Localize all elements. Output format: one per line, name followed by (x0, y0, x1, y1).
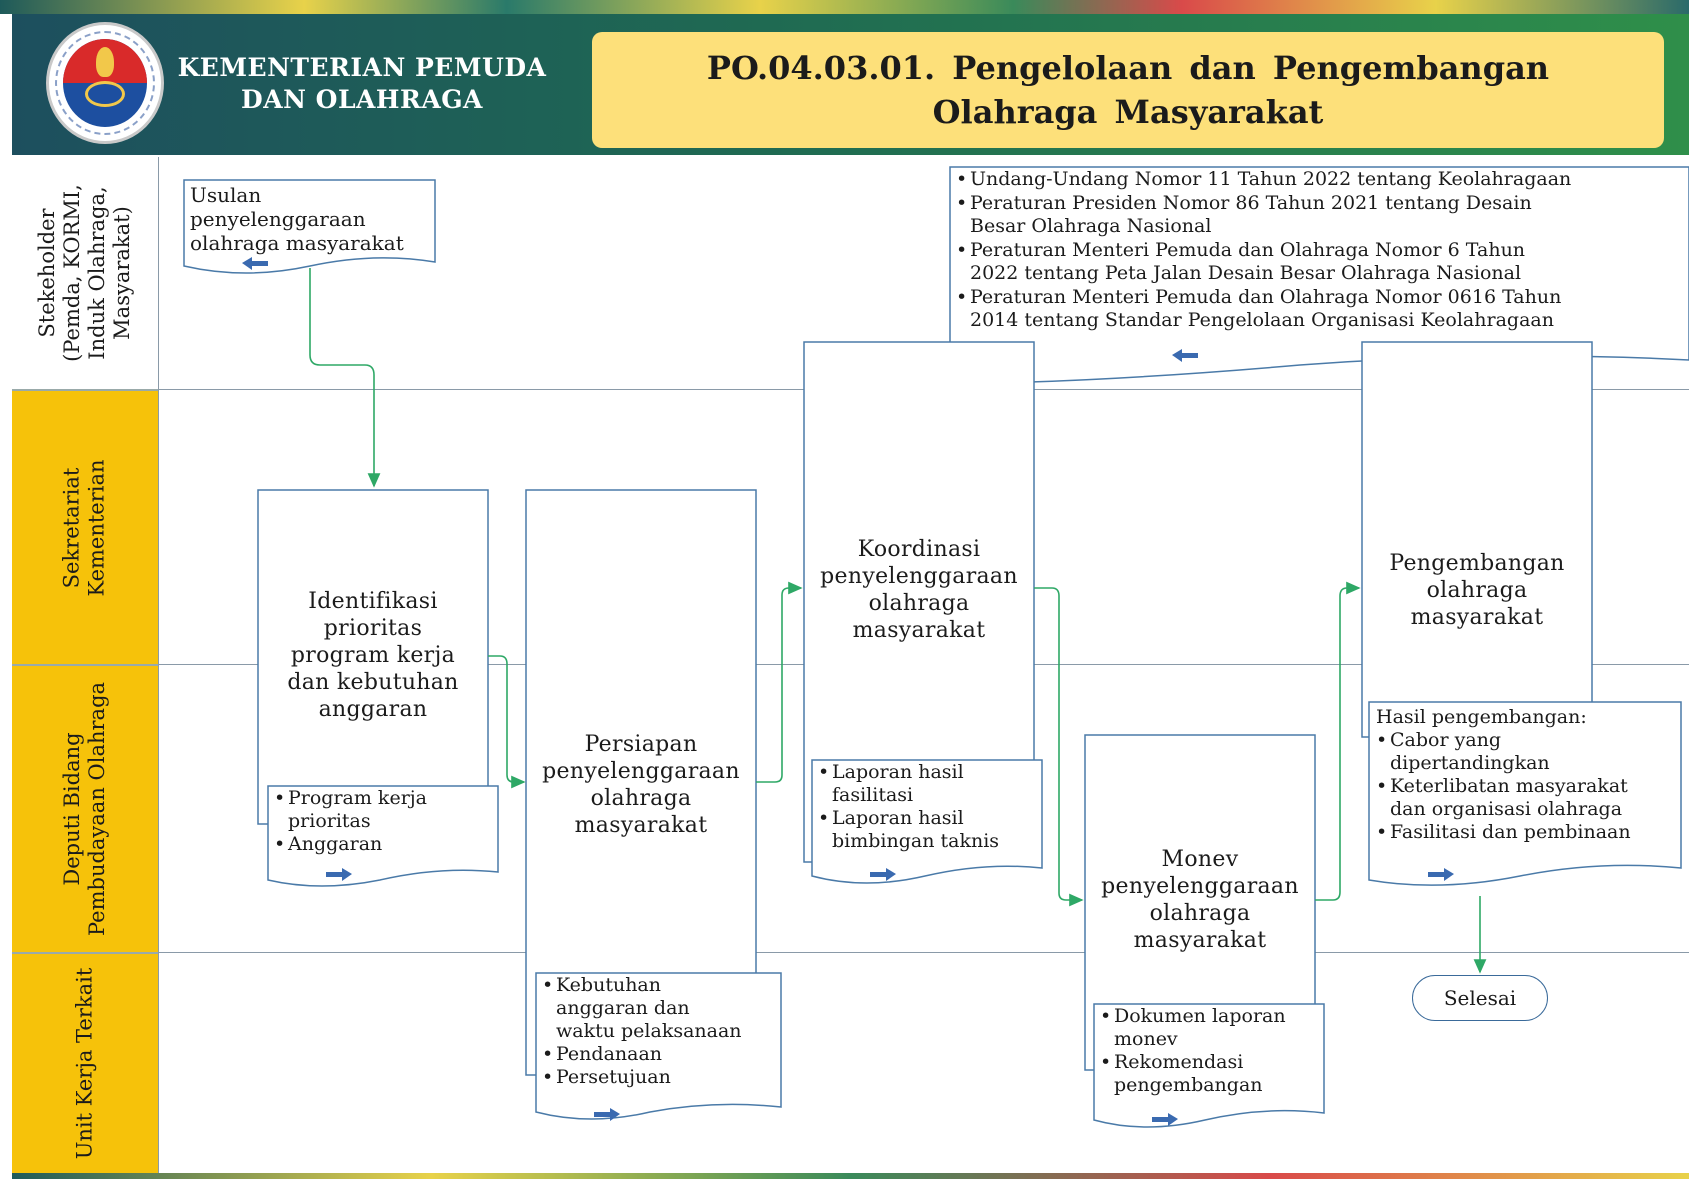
right-arrow-icon (326, 868, 352, 881)
pengembangan-box (1361, 341, 1593, 738)
identifikasi-box (257, 489, 489, 825)
lane-deputi: Deputi Bidang Pembudayaan Olahraga (12, 666, 158, 954)
right-arrow-icon (594, 1108, 620, 1121)
ministry-logo (46, 22, 164, 144)
lane-divider (158, 952, 1689, 953)
usulan-document (183, 179, 436, 274)
right-arrow-icon (1152, 1113, 1178, 1126)
identifikasi-label: Identifikasi prioritas program kerja dan… (287, 588, 459, 722)
bottom-color-strip (12, 1173, 1689, 1179)
connectors (309, 268, 1487, 974)
monev-label: Monev penyelenggaraan olahraga masyaraka… (1101, 847, 1299, 953)
right-arrow-icon (1428, 868, 1454, 881)
lane-column-divider (158, 157, 159, 1173)
koordinasi-label: Koordinasi penyelenggaraan olahraga masy… (820, 537, 1018, 643)
pengembangan-outputs: Hasil pengembangan: Cabor yangdipertandi… (1376, 706, 1631, 844)
right-arrow-icon (870, 868, 896, 881)
lane-stakeholder: Stekeholder (Pemda, KORMI, Induk Olahrag… (12, 157, 158, 391)
lane-sekretariat: Sekretariat Kementerian (12, 391, 158, 666)
regulations-list: Undang-Undang Nomor 11 Tahun 2022 tentan… (956, 168, 1686, 333)
doc-arrow-icons (242, 257, 1454, 1126)
left-arrow-icon (1172, 349, 1198, 362)
top-color-strip (0, 0, 1689, 14)
ministry-name: KEMENTERIAN PEMUDA DAN OLAHRAGA (177, 53, 547, 114)
end-terminator: Selesai (1412, 975, 1548, 1021)
persiapan-label: Persiapan penyelenggaraan olahraga masya… (542, 732, 740, 838)
lane-unit-kerja: Unit Kerja Terkait (12, 954, 158, 1173)
title-box: PO.04.03.01. Pengelolaan dan Pengembanga… (592, 32, 1664, 148)
left-arrow-icon (242, 257, 268, 270)
pengembangan-label: Pengembangan olahraga masyarakat (1389, 550, 1565, 630)
usulan-label: Usulan penyelenggaraan olahraga masyarak… (190, 183, 404, 255)
header-bar: KEMENTERIAN PEMUDA DAN OLAHRAGA PO.04.03… (12, 14, 1689, 155)
page-title: PO.04.03.01. Pengelolaan dan Pengembanga… (706, 49, 1550, 131)
